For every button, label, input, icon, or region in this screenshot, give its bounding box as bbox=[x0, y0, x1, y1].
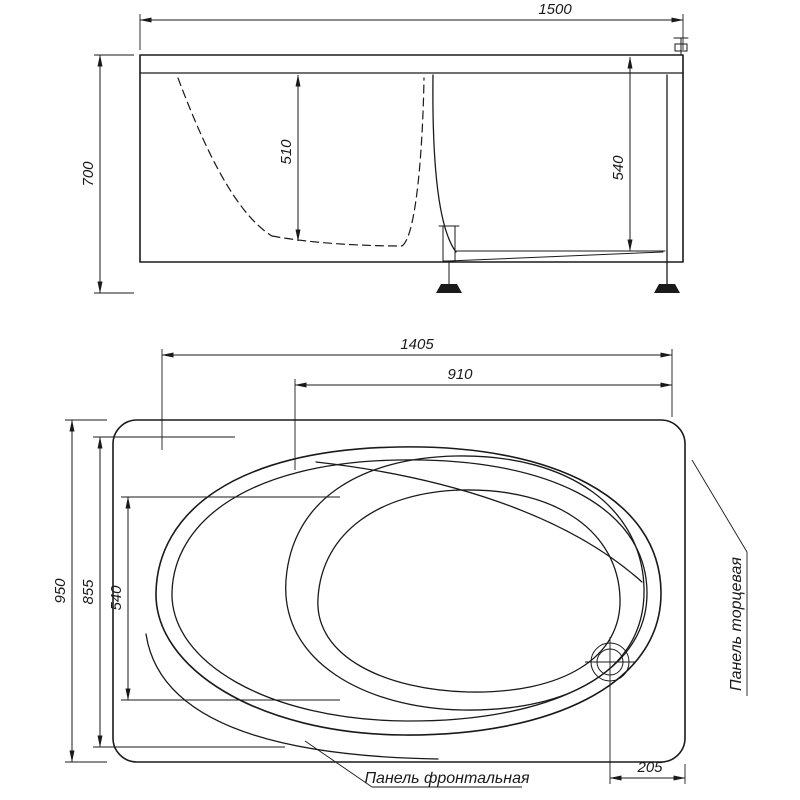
top-view-dimensions: 1405 910 950 855 540 205 bbox=[52, 336, 686, 784]
dim-text-top-length: 1405 bbox=[400, 336, 434, 353]
front-panel-leader-line bbox=[304, 740, 373, 788]
dim-text-basin-width: 540 bbox=[108, 585, 125, 611]
side-frame-brace bbox=[447, 251, 664, 262]
side-bracket-block bbox=[674, 43, 688, 52]
side-panel-edge-line bbox=[432, 74, 457, 253]
side-foot-middle bbox=[436, 284, 462, 293]
side-foot-right bbox=[654, 284, 680, 293]
dim-text-side-frame-height: 540 bbox=[610, 155, 627, 181]
side-hidden-wall-right bbox=[401, 77, 425, 247]
top-backrest-edge bbox=[315, 461, 643, 583]
front-panel-label: Панель фронтальная bbox=[364, 770, 530, 787]
callout-labels: Панель фронтальная Панель торцевая bbox=[304, 459, 748, 788]
top-front-panel-curve bbox=[145, 633, 439, 760]
top-basin-floor-contour bbox=[317, 489, 621, 693]
dim-text-basin-length: 910 bbox=[447, 366, 473, 383]
top-view bbox=[112, 419, 686, 763]
dim-text-side-inner-depth: 510 bbox=[278, 139, 295, 165]
end-panel-leader-line bbox=[691, 459, 748, 553]
side-drain-column bbox=[442, 225, 456, 262]
side-hidden-wall-left bbox=[177, 77, 273, 237]
side-view-dimensions: 1500 700 510 540 bbox=[80, 1, 684, 294]
dim-text-side-length: 1500 bbox=[538, 1, 572, 18]
side-tub-body-outline bbox=[139, 54, 684, 263]
top-rim-inner-contour bbox=[171, 459, 648, 722]
dim-text-top-width: 950 bbox=[52, 578, 69, 604]
side-view bbox=[139, 37, 689, 293]
top-deck-outline bbox=[112, 419, 686, 763]
top-basin-contour bbox=[285, 455, 645, 711]
side-hidden-bottom bbox=[271, 235, 403, 247]
dim-text-drain-offset: 205 bbox=[636, 759, 663, 776]
top-rim-outer-contour bbox=[155, 446, 662, 736]
end-panel-label: Панель торцевая bbox=[728, 557, 745, 691]
dim-text-inner-width: 855 bbox=[80, 579, 97, 605]
dim-text-side-height: 700 bbox=[80, 161, 97, 187]
